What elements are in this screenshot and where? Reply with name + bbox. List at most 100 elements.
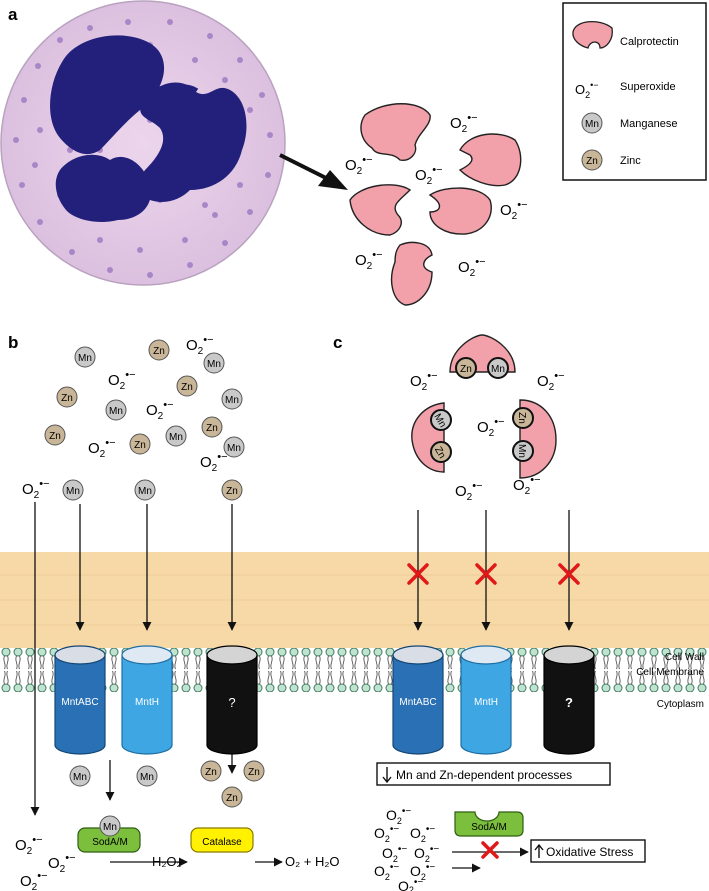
svg-text:O2•−: O2•− [537, 370, 565, 393]
svg-text:O2•−: O2•− [410, 862, 435, 882]
unknown-label-c: ? [565, 695, 573, 710]
svg-text:O2•−: O2•− [382, 844, 407, 864]
transporter-unknown-c: ? [543, 645, 595, 755]
transporter-unknown-b: ? [206, 645, 258, 755]
legend-manganese-icon [581, 112, 603, 134]
up-arrow-icon [534, 843, 544, 851]
svg-text:Mn: Mn [516, 444, 527, 458]
soda-enzyme-c: SodA/M [454, 811, 524, 837]
legend-zinc-icon [581, 149, 603, 171]
transporter-mnth-b: MntH [121, 645, 173, 755]
superoxide-cytoplasm-c: O2•− O2•− O2•− O2•− O2•− O2•− O2•− O2•− [374, 806, 439, 891]
svg-text:O2•−: O2•− [374, 824, 399, 844]
svg-text:Zn: Zn [516, 412, 527, 424]
panel-label-b: b [8, 333, 18, 352]
calprotectin-cluster [349, 103, 522, 306]
svg-text:Mn: Mn [109, 406, 123, 417]
panel-label-a: a [8, 5, 18, 24]
svg-text:O2•−: O2•− [410, 824, 435, 844]
superoxide-group-a: O2•− O2•− O2•− O2•− O2•− O2•− [345, 112, 528, 279]
svg-text:O2•−: O2•− [410, 370, 438, 393]
svg-text:O2•−: O2•− [146, 399, 174, 422]
svg-text:Zn: Zn [206, 423, 218, 434]
layer-label-cytoplasm: Cytoplasm [657, 699, 704, 710]
mntabc-label-c: MntABC [399, 697, 436, 708]
unknown-label-b: ? [228, 695, 235, 710]
svg-text:Mn: Mn [140, 772, 154, 783]
superoxide-group-c: O2•− O2•− O2•− O2•− O2•− [410, 370, 565, 503]
mnth-label-b: MntH [135, 697, 159, 708]
oxidative-stress-text: Oxidative Stress [546, 845, 633, 859]
svg-text:Mn: Mn [207, 359, 221, 370]
transporter-mntabc-b: MntABC [54, 645, 106, 755]
svg-text:O2•−: O2•− [48, 852, 76, 875]
oxidative-stress-box: Oxidative Stress [530, 839, 646, 863]
superoxide-group-b: O2•− O2•− O2•− O2•− O2•− O2•− [22, 334, 228, 501]
transporter-mntabc-c: MntABC [392, 645, 444, 755]
processes-outcome-box: Mn and Zn-dependent processes [376, 762, 611, 786]
svg-text:Mn: Mn [169, 432, 183, 443]
svg-text:Mn: Mn [491, 364, 505, 375]
transporter-mnth-c: MntH [460, 645, 512, 755]
svg-text:Mn: Mn [225, 395, 239, 406]
legend-superoxide-symbol: O2•− [575, 80, 599, 100]
svg-text:Zn: Zn [49, 431, 61, 442]
x-mark-unknown [558, 563, 580, 585]
svg-text:Mn: Mn [66, 486, 80, 497]
layer-label-wall: Cell Wall [665, 652, 704, 663]
svg-text:O2•−: O2•− [458, 256, 486, 279]
svg-text:O2•−: O2•− [345, 154, 373, 177]
legend: Calprotectin O2•− Superoxide Mn Manganes… [562, 2, 707, 181]
svg-text:Zn: Zn [432, 445, 447, 461]
arrows-b [30, 502, 283, 867]
svg-text:O2•−: O2•− [386, 806, 411, 826]
x-mark-mntabc [407, 563, 429, 585]
svg-text:Mn: Mn [227, 443, 241, 454]
svg-text:Zn: Zn [61, 393, 73, 404]
calprotectin-bound-left: Mn Zn [411, 402, 452, 473]
layer-label-membrane: Cell Membrane [636, 667, 704, 678]
svg-text:Zn: Zn [134, 440, 146, 451]
svg-text:Zn: Zn [181, 382, 193, 393]
svg-text:Zn: Zn [248, 767, 260, 778]
svg-text:O2•−: O2•− [414, 844, 439, 864]
svg-text:Zn: Zn [153, 346, 165, 357]
svg-text:O2•−: O2•− [355, 249, 383, 272]
legend-zinc-label: Zinc [620, 155, 641, 167]
h2o2-product: H₂O₂ [152, 854, 182, 869]
svg-text:O2•−: O2•− [374, 862, 399, 882]
legend-manganese-symbol: Mn [585, 119, 599, 130]
svg-text:Zn: Zn [205, 767, 217, 778]
svg-text:O2•−: O2•− [15, 834, 43, 857]
blocked-x-marks [407, 563, 580, 859]
catalase-enzyme: Catalase [190, 827, 254, 853]
svg-text:O2•−: O2•− [20, 870, 48, 891]
release-arrow [279, 153, 348, 190]
svg-text:O2•−: O2•− [455, 480, 483, 503]
svg-text:Mn: Mn [103, 822, 117, 833]
o2-h2o-product: O₂ + H₂O [285, 854, 340, 869]
down-arrow-icon [382, 776, 392, 784]
soda-label-b: SodA/M [92, 837, 128, 848]
svg-text:O2•−: O2•− [450, 112, 478, 135]
svg-text:Zn: Zn [226, 793, 238, 804]
superoxide-cytoplasm-b: O2•− O2•− O2•− [15, 834, 76, 891]
svg-text:Mn: Mn [138, 486, 152, 497]
svg-text:O2•−: O2•− [22, 478, 50, 501]
x-mark-mnth [475, 563, 497, 585]
calprotectin-bound-top: Zn Mn [449, 334, 516, 379]
ions-group-b: Mn Zn Mn Zn Zn Mn Mn Zn Zn Mn Zn Mn Mn M… [44, 339, 245, 501]
catalase-label: Catalase [202, 837, 242, 848]
legend-manganese-label: Manganese [620, 118, 678, 130]
svg-text:O2•−: O2•− [500, 199, 528, 222]
mntabc-label-b: MntABC [61, 697, 98, 708]
svg-text:Mn: Mn [73, 772, 87, 783]
soda-label-c: SodA/M [471, 822, 507, 833]
ions-cytoplasm-b: Mn Mn Zn Zn Zn [69, 760, 265, 808]
legend-zinc-symbol: Zn [586, 156, 598, 167]
svg-text:O2•−: O2•− [186, 334, 214, 357]
neutrophil-cell [0, 0, 286, 286]
processes-outcome-text: Mn and Zn-dependent processes [396, 768, 572, 782]
calprotectin-bound-right: Zn Mn [512, 399, 557, 479]
